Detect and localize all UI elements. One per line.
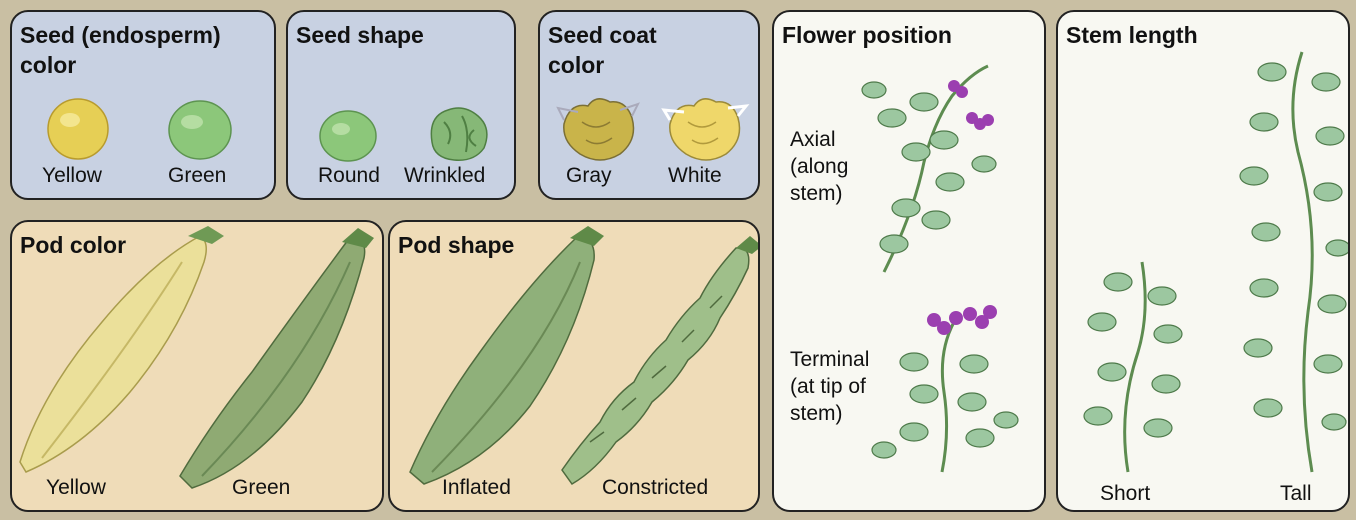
axial-label: Axial(alongstem) (790, 126, 848, 207)
constricted-pod-icon (562, 248, 749, 484)
green-label: Green (168, 164, 226, 188)
terminal-label: Terminal(at tip ofstem) (790, 346, 869, 427)
green-pod-label: Green (232, 476, 290, 500)
yellow-label: Yellow (42, 164, 102, 188)
green-seed-icon (169, 101, 231, 159)
stem-length-illustration (1058, 12, 1350, 512)
pod-shape-panel: Pod shape Inflated Constricted (388, 220, 760, 512)
wrinkled-seed-icon (431, 108, 487, 160)
pod-color-illustration (12, 222, 384, 512)
wrinkled-label: Wrinkled (404, 164, 485, 188)
green-pod-icon (180, 239, 365, 488)
flower-position-panel: Flower position Axial(alongstem) (772, 10, 1046, 512)
gray-label: Gray (566, 164, 612, 188)
tall-label: Tall (1280, 482, 1312, 506)
white-label: White (668, 164, 722, 188)
flower-position-illustration (774, 12, 1046, 512)
round-label: Round (318, 164, 380, 188)
pod-color-panel: Pod color Yellow Green (10, 220, 384, 512)
terminal-stem (942, 322, 954, 472)
terminal-flower-icon (927, 305, 997, 335)
seed-color-panel: Seed (endosperm)color Yellow Green (10, 10, 276, 200)
yellow-pod-label: Yellow (46, 476, 106, 500)
constricted-label: Constricted (602, 476, 708, 500)
stem-length-panel: Stem length Short Tall (1056, 10, 1350, 512)
yellow-seed-icon (48, 99, 108, 159)
yellow-pod-icon (20, 236, 206, 472)
tall-plant-stem (1293, 52, 1312, 472)
inflated-label: Inflated (442, 476, 511, 500)
round-seed-icon (320, 111, 376, 161)
inflated-pod-icon (410, 238, 594, 484)
axial-flower-icon (948, 80, 994, 130)
seed-coat-color-panel: Seed coatcolor Gray White (538, 10, 760, 200)
pod-shape-illustration (390, 222, 760, 512)
seed-shape-panel: Seed shape Round Wrinkled (286, 10, 516, 200)
short-plant-stem (1125, 262, 1146, 472)
short-label: Short (1100, 482, 1150, 506)
